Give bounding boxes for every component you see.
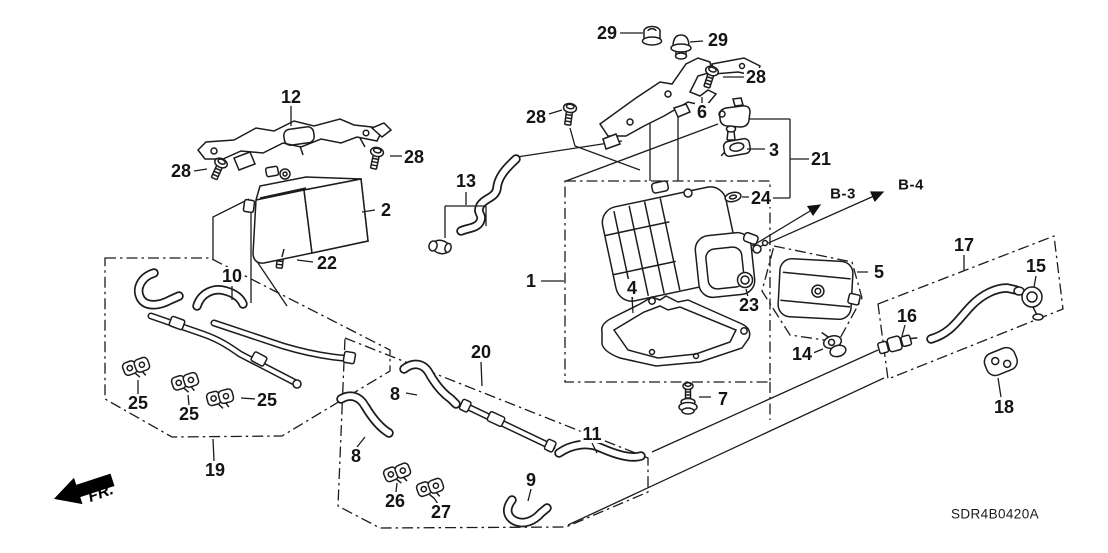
part-label-10: 10 [219, 266, 245, 286]
part-label-25: 25 [176, 404, 202, 424]
part-label-3: 3 [766, 140, 782, 160]
b4-arrow [748, 191, 885, 252]
clamp-26 [381, 460, 415, 489]
hoses-region-20 [341, 364, 641, 522]
part-label-19: 19 [202, 460, 228, 480]
part-label-b-4: B-4 [896, 176, 926, 194]
hoses-region-19 [139, 273, 356, 388]
view-arrows [748, 191, 885, 252]
region-1-outline [565, 181, 770, 382]
part-label-20: 20 [468, 342, 494, 362]
connector-16 [877, 331, 919, 355]
clamp-25-b [169, 369, 202, 398]
part-label-26: 26 [382, 491, 408, 511]
part-label-29: 29 [705, 30, 731, 50]
part-label-24: 24 [748, 188, 774, 208]
mount-18 [982, 345, 1020, 378]
diagram-code: SDR4B0420A [950, 506, 1040, 522]
nut-29 [643, 27, 662, 46]
part-label-28: 28 [168, 161, 194, 181]
canister-5 [778, 258, 863, 320]
part-label-23: 23 [736, 295, 762, 315]
bolt-28-left [207, 155, 230, 182]
part-label-12: 12 [278, 87, 304, 107]
part-label-6: 6 [694, 102, 710, 122]
part-label-4: 4 [624, 278, 640, 298]
part-label-29: 29 [594, 23, 620, 43]
part-label-8: 8 [348, 446, 364, 466]
part-label-8: 8 [387, 384, 403, 404]
part-label-18: 18 [991, 397, 1017, 417]
region-20-outline [338, 338, 648, 528]
grommet-29 [671, 35, 691, 59]
clamp-25-a [120, 354, 154, 383]
tray-4 [602, 296, 750, 366]
region-17-outline [878, 236, 1063, 379]
part-label-17: 17 [951, 235, 977, 255]
canister-2 [243, 166, 368, 263]
part-label-13: 13 [453, 171, 479, 191]
bracket-6 [600, 58, 760, 149]
clamp-25-c [204, 386, 237, 413]
part-label-2: 2 [378, 200, 394, 220]
clip-24 [724, 191, 742, 203]
valve-15 [1014, 287, 1043, 320]
bolt-28-bracket12 [366, 145, 386, 171]
part-label-22: 22 [314, 253, 340, 273]
part-label-b-3: B-3 [828, 185, 858, 203]
part-label-11: 11 [580, 424, 604, 444]
part-label-5: 5 [871, 262, 887, 282]
part-label-9: 9 [523, 470, 539, 490]
o-ring-23 [738, 273, 753, 288]
bracket-12 [198, 119, 391, 170]
part-label-14: 14 [789, 344, 815, 364]
dashed-regions [105, 181, 1063, 528]
bolt-7 [679, 383, 697, 415]
part-label-27: 27 [428, 502, 454, 522]
clamp-3 [719, 138, 751, 158]
part-label-28: 28 [523, 107, 549, 127]
part-label-15: 15 [1023, 256, 1049, 276]
label-leaders [138, 33, 1036, 504]
part-label-28: 28 [743, 67, 769, 87]
bolt-28-mid [560, 101, 578, 127]
part-label-21: 21 [808, 149, 834, 169]
part-label-16: 16 [894, 306, 920, 326]
part-label-1: 1 [523, 271, 539, 291]
part-label-28: 28 [401, 147, 427, 167]
clip-14 [821, 328, 847, 360]
part-label-7: 7 [715, 389, 731, 409]
front-direction-arrow [51, 468, 116, 511]
connector-lines [213, 99, 884, 525]
part-label-25: 25 [254, 390, 280, 410]
b3-arrow [752, 204, 822, 246]
part-label-25: 25 [125, 393, 151, 413]
hose-17 [931, 288, 1016, 339]
clamp-27 [414, 475, 448, 504]
canister-assembly-1 [599, 180, 767, 304]
sensor-21 [719, 98, 750, 140]
